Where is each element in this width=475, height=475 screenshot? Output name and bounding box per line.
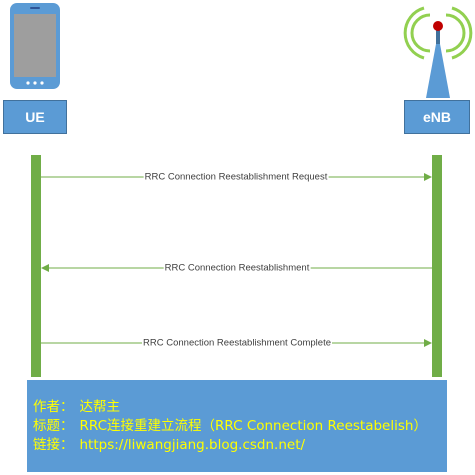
title-value: RRC连接重建立流程（RRC Connection Reestabelish） (79, 418, 427, 434)
enb-label: eNB (422, 109, 451, 125)
link-value[interactable]: https://liwangjiang.blog.csdn.net/ (79, 437, 306, 453)
title-line: 标题： RRC连接重建立流程（RRC Connection Reestabelis… (33, 417, 447, 436)
smartphone-icon (10, 3, 60, 89)
author-line: 作者： 达帮主 (33, 398, 447, 417)
ue-lifeline (31, 155, 41, 377)
author-label: 作者： (33, 399, 74, 415)
footer-info-box: 作者： 达帮主 标题： RRC连接重建立流程（RRC Connection Rees… (27, 380, 447, 472)
ue-entity-box: UE (3, 100, 67, 134)
link-label: 链接： (33, 437, 74, 453)
link-line: 链接： https://liwangjiang.blog.csdn.net/ (33, 436, 447, 455)
message-label-complete: RRC Connection Reestablishment Complete (142, 337, 332, 349)
title-label: 标题： (33, 418, 74, 434)
enb-entity-box: eNB (404, 100, 470, 134)
cell-tower-icon (403, 6, 473, 98)
enb-lifeline (432, 155, 442, 377)
message-label-reestablishment: RRC Connection Reestablishment (163, 262, 311, 274)
ue-label: UE (25, 109, 45, 125)
author-value: 达帮主 (79, 399, 121, 415)
message-label-request: RRC Connection Reestablishment Request (143, 171, 329, 183)
